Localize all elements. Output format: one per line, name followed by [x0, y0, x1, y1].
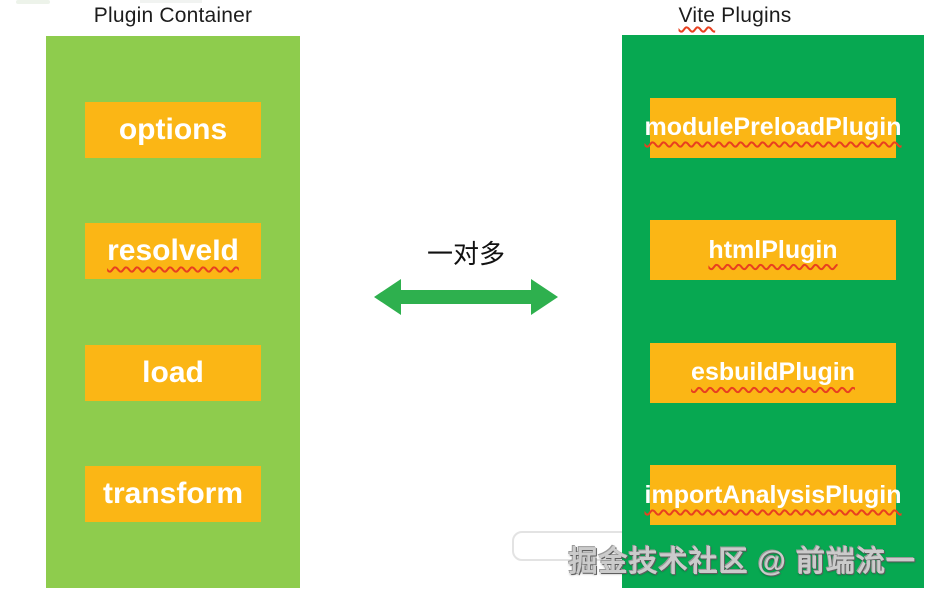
hook-label-resolveid: resolveId: [107, 234, 239, 268]
plugin-box-importanalysisplugin: importAnalysisPlugin: [645, 465, 902, 526]
hook-box-resolveid: resolveId: [85, 223, 261, 280]
plugin-label-modulepreloadplugin: modulePreloadPlugin: [644, 113, 902, 142]
right-panel-title-rest: Plugins: [721, 4, 792, 27]
hook-label-transform: transform: [102, 477, 244, 511]
screenshot-artifact: [16, 0, 50, 4]
plugin-label-esbuildplugin: esbuildPlugin: [691, 358, 855, 387]
hook-box-load: load: [85, 344, 261, 401]
hook-label-load: load: [142, 355, 204, 389]
vite-plugins-panel: modulePreloadPlugin htmlPlugin esbuildPl…: [622, 35, 924, 588]
connector: 一对多: [372, 234, 560, 317]
watermark: 掘金技术社区 @ 前端流一: [568, 546, 916, 578]
hook-label-options: options: [118, 112, 228, 146]
screenshot-artifact: [140, 0, 202, 3]
plugin-label-importanalysisplugin: importAnalysisPlugin: [644, 480, 902, 509]
left-panel-title: Plugin Container: [93, 4, 253, 27]
hook-box-options: options: [85, 101, 261, 158]
double-arrow-icon: [374, 279, 558, 315]
plugin-box-modulepreloadplugin: modulePreloadPlugin: [645, 97, 902, 158]
plugin-label-htmlplugin: htmlPlugin: [708, 235, 838, 264]
plugin-box-htmlplugin: htmlPlugin: [650, 220, 896, 281]
connector-label: 一对多: [426, 239, 505, 269]
plugin-box-esbuildplugin: esbuildPlugin: [650, 342, 896, 403]
hook-box-transform: transform: [85, 466, 261, 523]
right-panel-title-word: Vite: [678, 4, 716, 27]
plugin-container-panel: options resolveId load transform: [46, 36, 300, 588]
